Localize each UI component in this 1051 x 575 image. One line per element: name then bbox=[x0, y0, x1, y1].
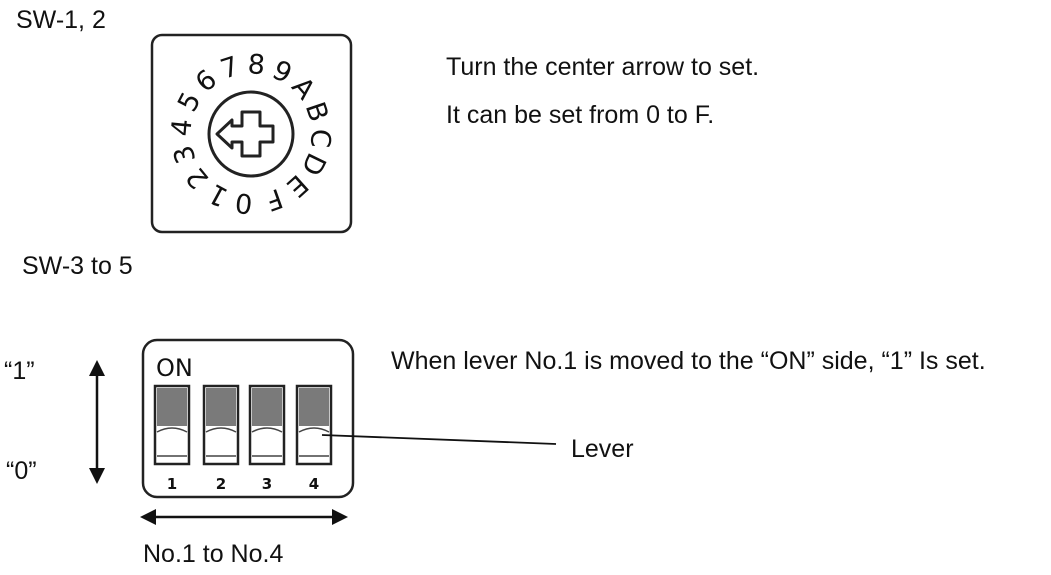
on-label: ON bbox=[156, 354, 193, 382]
rotary-digit-0: 0 bbox=[234, 186, 254, 219]
vertical-double-arrow-icon bbox=[89, 360, 105, 484]
lever-range-label: No.1 to No.4 bbox=[143, 540, 284, 568]
lever-number-4: 4 bbox=[309, 475, 319, 493]
lever-number-2: 2 bbox=[216, 475, 226, 493]
dip-switch-title: SW-3 to 5 bbox=[22, 252, 133, 280]
dip-lever-3 bbox=[248, 384, 286, 466]
value-low-label: “0” bbox=[6, 457, 37, 485]
arrow-cross-icon bbox=[215, 110, 275, 158]
lever-callout-line bbox=[321, 434, 557, 445]
rotary-digit-4: 4 bbox=[166, 118, 198, 138]
rotary-instruction-1: Turn the center arrow to set. bbox=[446, 53, 760, 81]
lever-callout-label: Lever bbox=[571, 435, 634, 463]
horizontal-double-arrow-icon bbox=[140, 509, 348, 525]
rotary-instruction-2: It can be set from 0 to F. bbox=[446, 101, 715, 129]
dip-description: When lever No.1 is moved to the “ON” sid… bbox=[391, 347, 986, 375]
rotary-digit-8: 8 bbox=[247, 49, 267, 81]
rotary-digit-C: C bbox=[304, 128, 336, 149]
rotary-switch-title: SW-1, 2 bbox=[16, 6, 106, 34]
dip-switch-diagram: ON 1 2 3 4 bbox=[141, 338, 355, 499]
lever-number-3: 3 bbox=[262, 475, 272, 493]
dip-lever-1 bbox=[153, 384, 191, 466]
dip-lever-4 bbox=[295, 384, 333, 466]
lever-number-1: 1 bbox=[167, 475, 177, 493]
dip-lever-2 bbox=[202, 384, 240, 466]
value-high-label: “1” bbox=[4, 357, 35, 385]
